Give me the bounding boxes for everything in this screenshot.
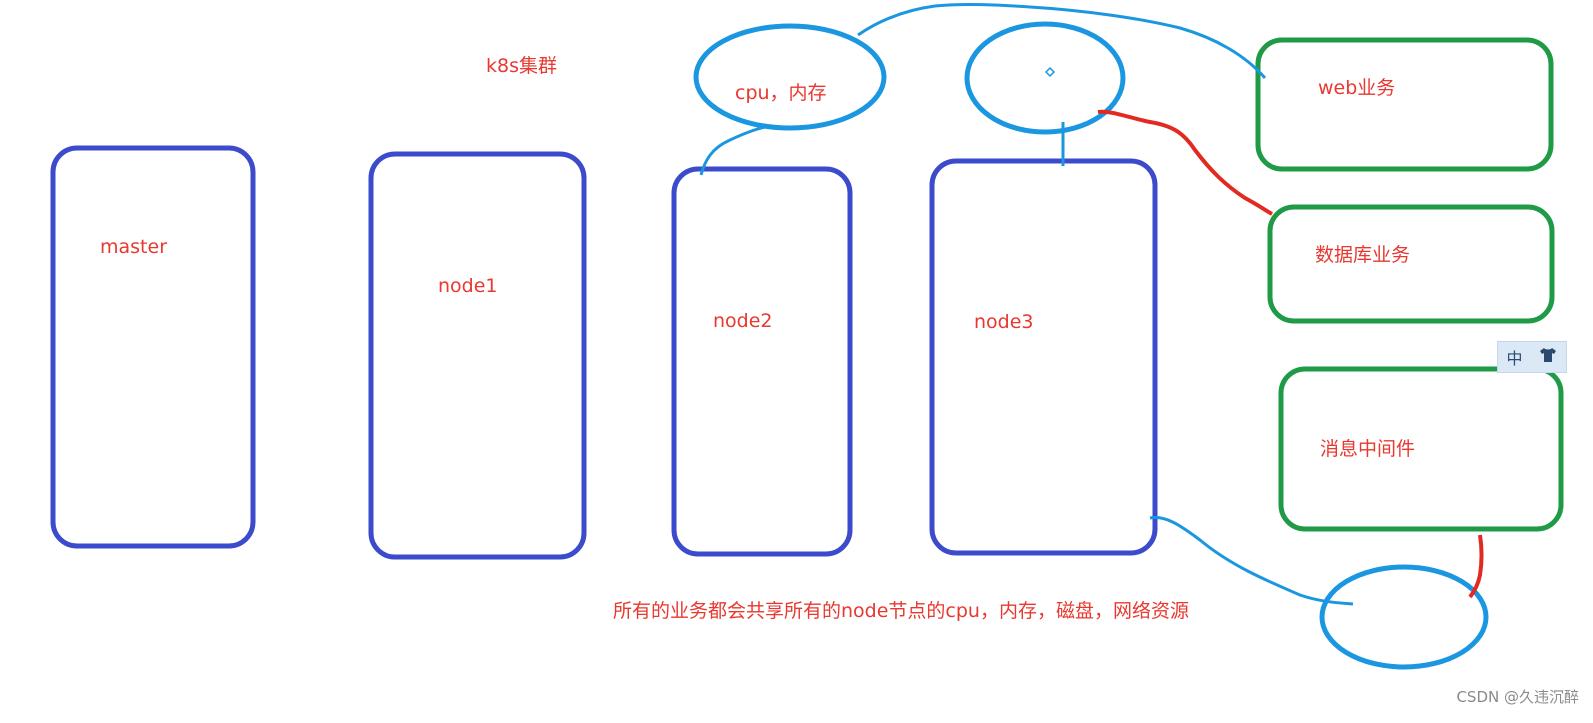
credit-text: CSDN @久违沉醉 xyxy=(1456,688,1579,706)
database-service-box xyxy=(1267,204,1555,324)
ime-mode-toggle[interactable]: 中 xyxy=(1506,349,1523,368)
circle-to-database-link xyxy=(1097,109,1273,216)
web-service-label: web业务 xyxy=(1318,77,1396,99)
cpu-memory-circle xyxy=(693,23,887,131)
cpu-to-web-link xyxy=(857,2,1267,79)
node2-box xyxy=(671,166,853,557)
node3-to-bottom-circle-link xyxy=(1149,515,1354,606)
database-service-label: 数据库业务 xyxy=(1315,244,1411,266)
node2-to-cpu-link xyxy=(699,124,771,176)
message-middleware-box xyxy=(1278,366,1564,532)
resource-label: cpu，内存 xyxy=(735,82,827,104)
message-middleware-label: 消息中间件 xyxy=(1320,438,1416,460)
middleware-to-circle-link xyxy=(1468,534,1484,599)
node2-label: node2 xyxy=(713,310,773,332)
bottom-resource-circle xyxy=(1319,564,1489,670)
diamond-marker xyxy=(1044,66,1056,78)
node3-resource-circle xyxy=(964,21,1126,135)
web-service-box xyxy=(1255,37,1554,172)
ime-toolbar[interactable]: 中 xyxy=(1497,341,1567,373)
node1-label: node1 xyxy=(438,275,498,297)
master-label: master xyxy=(100,236,168,258)
node3-box xyxy=(929,158,1158,556)
node3-label: node3 xyxy=(974,311,1034,333)
node1-box xyxy=(368,151,587,560)
caption: 所有的业务都会共享所有的node节点的cpu，内存，磁盘，网络资源 xyxy=(613,600,1189,622)
shirt-icon[interactable] xyxy=(1539,347,1557,367)
master-box xyxy=(50,145,256,549)
cluster-title: k8s集群 xyxy=(486,55,557,77)
